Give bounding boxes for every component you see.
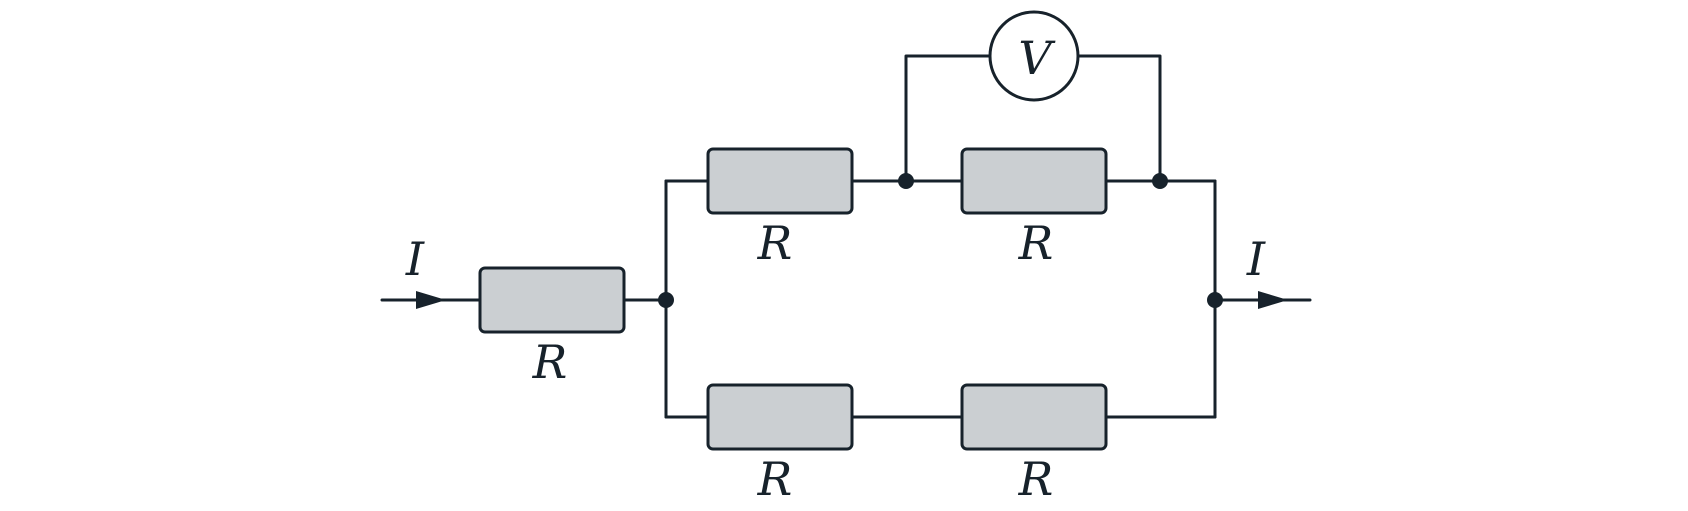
voltmeter-label: V: [1018, 31, 1056, 85]
current-out-arrow: [1258, 291, 1288, 309]
voltmeter-node-right: [1152, 173, 1168, 189]
junction-node-left: [658, 292, 674, 308]
current-in-arrow: [416, 291, 446, 309]
voltmeter-node-left: [898, 173, 914, 189]
resistor-series: [478, 266, 626, 334]
resistor-bottom-left-label: R: [757, 452, 793, 506]
resistor-top-right: [960, 147, 1108, 215]
voltmeter: [988, 10, 1080, 102]
resistor-bottom-right: [960, 383, 1108, 451]
resistor-series-label: R: [532, 335, 568, 389]
resistor-top-left: [706, 147, 854, 215]
resistor-bottom-right-label: R: [1018, 452, 1054, 506]
current-in-label: I: [405, 232, 425, 286]
voltmeter-wire-right: [1076, 54, 1162, 183]
current-out-label: I: [1246, 232, 1266, 286]
resistor-bottom-left: [706, 383, 854, 451]
resistor-top-right-label: R: [1018, 216, 1054, 270]
junction-node-right: [1207, 292, 1223, 308]
resistor-top-left-label: R: [757, 216, 793, 270]
voltmeter-wire-left: [904, 54, 992, 183]
